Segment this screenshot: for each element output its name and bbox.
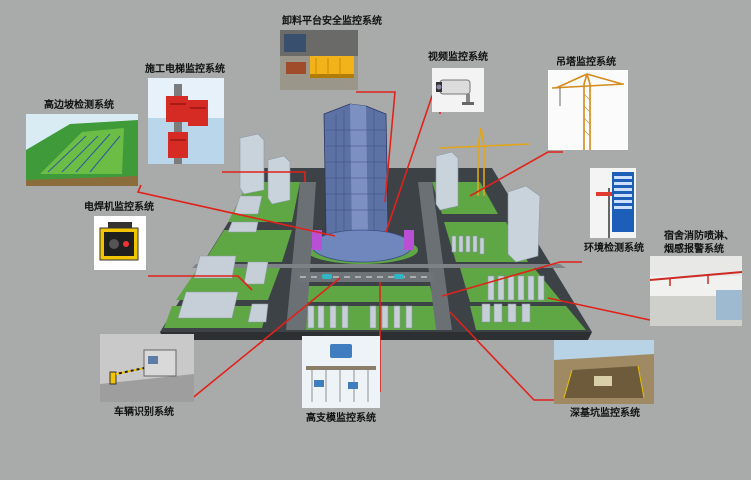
lawn-center-bottom bbox=[292, 306, 440, 330]
lawn-center-low bbox=[298, 286, 434, 302]
thumb-dorm-fire bbox=[650, 256, 742, 326]
label-elevator: 施工电梯监控系统 bbox=[145, 64, 225, 75]
leader-environment bbox=[441, 261, 582, 297]
low-buildings-right bbox=[451, 235, 545, 323]
label-tower-crane: 吊塔监控系统 bbox=[556, 57, 616, 68]
leader-dorm bbox=[547, 297, 651, 321]
lawn-left-mid bbox=[204, 230, 292, 262]
main-glass-tower bbox=[323, 103, 389, 245]
thumb-foundation-pit bbox=[554, 340, 654, 404]
leader-unloading bbox=[356, 91, 396, 203]
thumb-formwork bbox=[302, 336, 380, 408]
lawn-right-mid bbox=[444, 222, 528, 262]
leader-video bbox=[385, 95, 441, 233]
leader-pit bbox=[449, 311, 555, 401]
low-buildings-left bbox=[177, 195, 413, 329]
leader-slope bbox=[136, 184, 336, 237]
thumb-high-slope bbox=[26, 114, 138, 186]
label-dorm-fire-line1: 宿舍消防喷淋、 bbox=[664, 231, 734, 242]
thumb-unloading-platform bbox=[280, 30, 358, 90]
label-foundation-pit: 深基坑监控系统 bbox=[570, 408, 640, 419]
thumb-welder bbox=[94, 216, 146, 270]
thumb-vehicle-id bbox=[100, 334, 194, 402]
label-unloading-platform: 卸料平台安全监控系统 bbox=[282, 16, 382, 27]
label-high-slope: 高边坡检测系统 bbox=[44, 100, 114, 111]
leader-elevator bbox=[222, 171, 306, 182]
label-welder: 电焊机监控系统 bbox=[84, 202, 154, 213]
tower-left bbox=[239, 133, 291, 205]
leader-crane bbox=[469, 151, 563, 197]
label-vehicle-id: 车辆识别系统 bbox=[114, 407, 174, 418]
label-dorm-fire-line2: 烟感报警系统 bbox=[664, 244, 724, 255]
thumb-tower-crane bbox=[548, 70, 628, 150]
leader-welder bbox=[148, 275, 253, 291]
leader-vehicle bbox=[189, 277, 341, 401]
label-formwork: 高支模监控系统 bbox=[306, 413, 376, 424]
thumb-elevator bbox=[148, 78, 224, 164]
tower-right bbox=[435, 151, 541, 263]
thumb-video bbox=[432, 68, 484, 112]
label-video: 视频监控系统 bbox=[428, 52, 488, 63]
thumb-environment bbox=[590, 168, 636, 238]
label-environment: 环境检测系统 bbox=[584, 243, 644, 254]
